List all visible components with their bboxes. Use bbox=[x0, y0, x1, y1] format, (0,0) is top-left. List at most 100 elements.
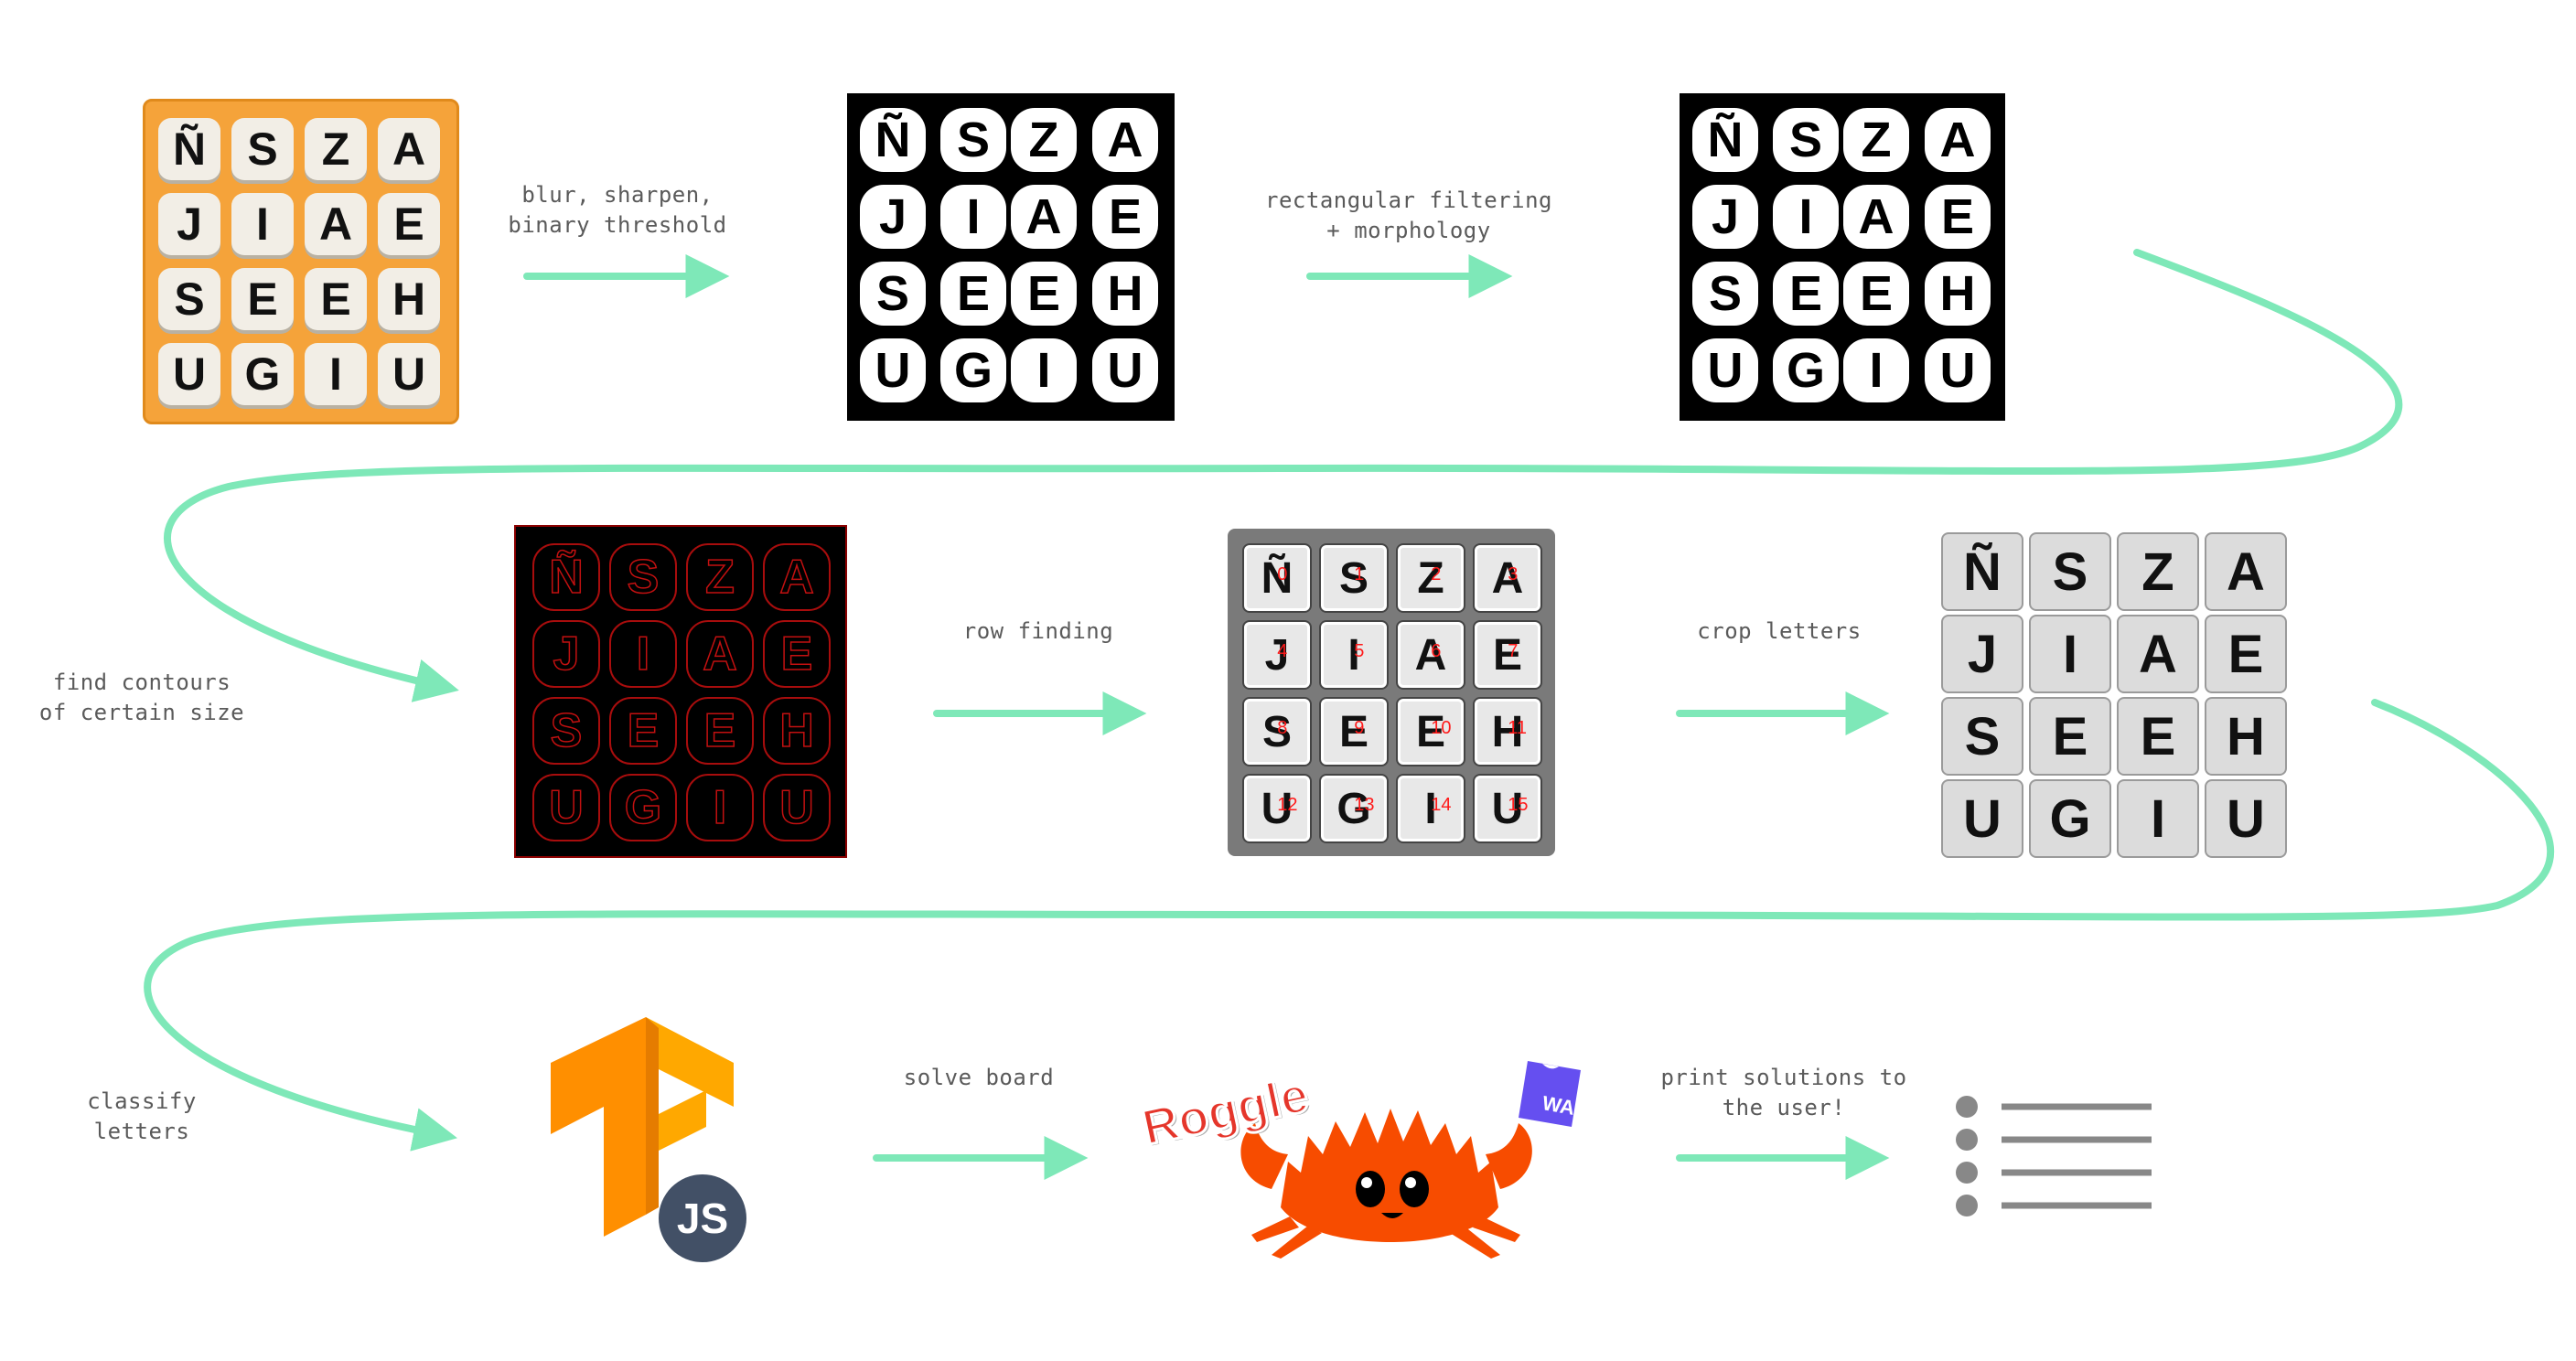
letter-tile: H bbox=[378, 268, 440, 330]
letter-tile: G bbox=[2029, 779, 2111, 858]
label-line: blur, sharpen, bbox=[521, 182, 714, 208]
label-line: row finding bbox=[962, 618, 1114, 644]
letter-tile: G bbox=[1773, 338, 1839, 402]
letter-tile: S bbox=[1773, 108, 1839, 172]
letter-tile: S bbox=[1321, 545, 1387, 611]
letter-tile: U bbox=[1092, 338, 1158, 402]
letter-tile: S bbox=[1692, 262, 1758, 326]
label-line: classify bbox=[87, 1088, 197, 1114]
detection-number: 3 bbox=[1508, 564, 1519, 585]
letter-tile: Z bbox=[686, 543, 754, 611]
curve-row1-to-row2 bbox=[164, 249, 2403, 702]
letter-tile: U bbox=[860, 338, 926, 402]
label-line: of certain size bbox=[38, 700, 245, 725]
letter-tile: Ñ bbox=[1244, 545, 1310, 611]
label-line: print solutions to bbox=[1660, 1065, 1907, 1090]
letter-tile: I bbox=[1398, 776, 1464, 841]
letter-tile: G bbox=[609, 774, 677, 841]
letter-tile: E bbox=[2117, 697, 2199, 776]
letter-tile: A bbox=[2205, 532, 2287, 611]
detection-number: 12 bbox=[1277, 795, 1298, 816]
letter-tile: A bbox=[1925, 108, 1991, 172]
js-badge: JS bbox=[659, 1174, 746, 1262]
detection-number: 0 bbox=[1277, 564, 1288, 585]
letter-tile: E bbox=[686, 697, 754, 765]
letter-tile: S bbox=[940, 108, 1006, 172]
label-line: solve board bbox=[903, 1065, 1055, 1090]
letter-tile: U bbox=[1925, 338, 1991, 402]
letter-tile: I bbox=[2029, 615, 2111, 693]
letter-tile: E bbox=[1092, 185, 1158, 249]
letter-tile: J bbox=[158, 193, 220, 255]
letter-tile: U bbox=[1692, 338, 1758, 402]
curve-row2-to-row3 bbox=[144, 699, 2554, 1152]
ferris-crab-logo bbox=[1240, 1061, 1581, 1259]
label-find-contours: find contours of certain size bbox=[27, 668, 256, 728]
label-line: letters bbox=[93, 1119, 190, 1144]
letter-tile: S bbox=[1244, 699, 1310, 765]
letter-tile: E bbox=[2205, 615, 2287, 693]
letter-tile: H bbox=[2205, 697, 2287, 776]
roggle-logo: WA Roggle bbox=[1134, 1052, 1610, 1262]
label-blur-sharpen: blur, sharpen, binary threshold bbox=[508, 180, 727, 241]
letter-tile: H bbox=[763, 697, 831, 765]
letter-tile: A bbox=[686, 620, 754, 688]
letter-tile: G bbox=[1321, 776, 1387, 841]
letter-tile: I bbox=[686, 774, 754, 841]
letter-tile: S bbox=[532, 697, 600, 765]
letter-tile: I bbox=[1773, 185, 1839, 249]
letter-tile: I bbox=[609, 620, 677, 688]
letter-tile: U bbox=[763, 774, 831, 841]
letter-tile: J bbox=[1692, 185, 1758, 249]
detection-number: 8 bbox=[1277, 718, 1288, 739]
detection-number: 9 bbox=[1354, 718, 1365, 739]
letter-tile: G bbox=[231, 343, 294, 405]
letter-tile: A bbox=[1092, 108, 1158, 172]
letter-tile: E bbox=[1321, 699, 1387, 765]
label-line: rectangular filtering bbox=[1265, 188, 1552, 213]
detection-number: 6 bbox=[1431, 641, 1442, 662]
label-line: the user! bbox=[1722, 1095, 1846, 1120]
letter-tile: Ñ bbox=[1692, 108, 1758, 172]
letter-tile: S bbox=[609, 543, 677, 611]
letter-tile: H bbox=[1475, 699, 1540, 765]
letter-tile: Ñ bbox=[532, 543, 600, 611]
label-line: crop letters bbox=[1697, 618, 1862, 644]
letter-tile: S bbox=[2029, 532, 2111, 611]
detection-number: 7 bbox=[1508, 641, 1519, 662]
letter-tile: A bbox=[1011, 185, 1077, 249]
letter-tile: Z bbox=[2117, 532, 2199, 611]
letter-tile: E bbox=[1398, 699, 1464, 765]
letter-tile: Ñ bbox=[860, 108, 926, 172]
letter-tile: E bbox=[940, 262, 1006, 326]
detection-number: 13 bbox=[1354, 795, 1375, 816]
letter-tile: Ñ bbox=[1941, 532, 2023, 611]
detection-number: 5 bbox=[1354, 641, 1365, 662]
webassembly-badge bbox=[1519, 1061, 1581, 1127]
letter-tile: A bbox=[1843, 185, 1909, 249]
letter-tile: E bbox=[763, 620, 831, 688]
letter-tile: E bbox=[378, 193, 440, 255]
letter-tile: S bbox=[1941, 697, 2023, 776]
letter-tile: S bbox=[158, 268, 220, 330]
letter-tile: Z bbox=[305, 118, 367, 180]
letter-tile: U bbox=[2205, 779, 2287, 858]
letter-tile: E bbox=[1773, 262, 1839, 326]
letter-tile: U bbox=[158, 343, 220, 405]
letter-tile: I bbox=[1321, 622, 1387, 688]
letter-tile: J bbox=[1941, 615, 2023, 693]
letter-tile: A bbox=[763, 543, 831, 611]
letter-tile: I bbox=[1011, 338, 1077, 402]
label-line: binary threshold bbox=[508, 212, 727, 238]
letter-tile: J bbox=[860, 185, 926, 249]
letter-tile: E bbox=[1011, 262, 1077, 326]
letter-tile: E bbox=[1925, 185, 1991, 249]
letter-tile: A bbox=[305, 193, 367, 255]
letter-tile: Z bbox=[1011, 108, 1077, 172]
label-line: + morphology bbox=[1326, 218, 1491, 243]
